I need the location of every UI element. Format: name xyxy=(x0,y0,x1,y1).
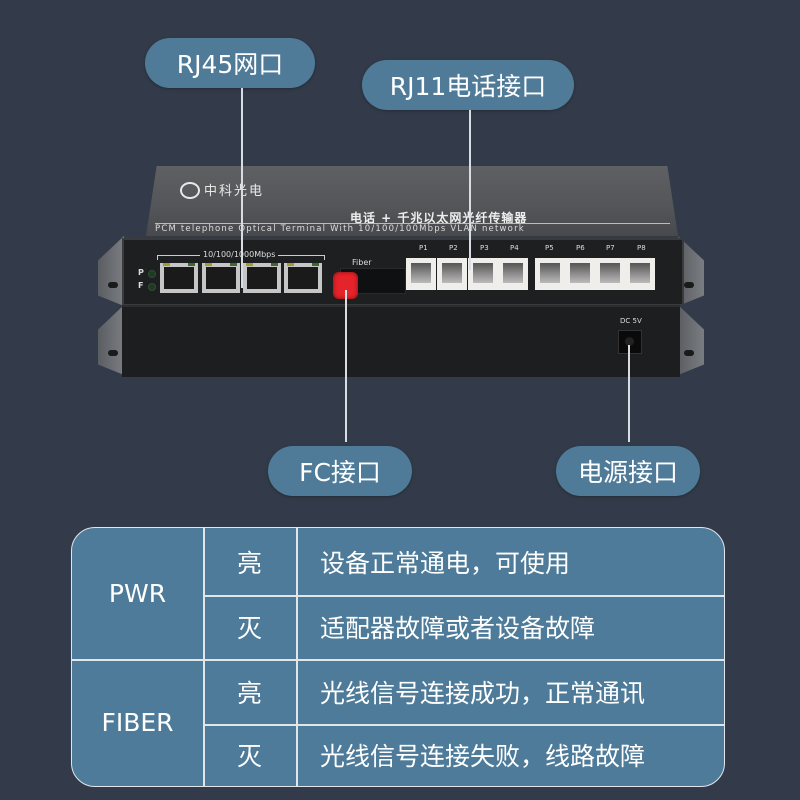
phone-port-label: P8 xyxy=(637,244,646,252)
table-divider xyxy=(203,595,724,597)
power-led xyxy=(148,270,156,278)
rj11-callout: RJ11电话接口 xyxy=(362,60,574,110)
indicator-fiber: FIBER xyxy=(101,708,174,737)
mount-hole xyxy=(684,282,694,288)
meaning-cell: 适配器故障或者设备故障 xyxy=(320,614,596,643)
mount-hole xyxy=(108,350,118,356)
phone-port-label: P6 xyxy=(576,244,585,252)
brand-logo-icon xyxy=(180,182,200,199)
rj11-port xyxy=(535,258,565,290)
power-callout: 电源接口 xyxy=(556,446,700,496)
phone-port-label: P4 xyxy=(510,244,519,252)
rj11-leader-line xyxy=(469,110,471,270)
mount-ear-left-lower xyxy=(98,305,124,375)
phone-port-label: P2 xyxy=(449,244,458,252)
phone-port-label: P5 xyxy=(545,244,554,252)
mount-ear-left xyxy=(98,236,124,306)
fiber-label: Fiber xyxy=(352,258,372,267)
mount-ear-right-lower xyxy=(678,305,704,375)
dc-label: DC 5V xyxy=(620,317,642,325)
state-cell: 灭 xyxy=(236,614,262,643)
rj11-port xyxy=(437,258,467,290)
fiber-led xyxy=(148,283,156,291)
phone-port-label: P7 xyxy=(606,244,615,252)
rj45-port xyxy=(284,263,322,293)
rj45-port xyxy=(160,263,198,293)
dc-power-jack xyxy=(618,330,642,354)
rj45-port xyxy=(202,263,240,293)
meaning-cell: 设备正常通电，可使用 xyxy=(320,548,571,578)
device-lower-panel xyxy=(122,305,680,377)
led-label-p: P xyxy=(138,268,144,277)
table-divider xyxy=(72,659,724,661)
rj11-port xyxy=(468,258,498,290)
state-cell: 亮 xyxy=(236,548,262,578)
fc-callout: FC接口 xyxy=(268,446,412,496)
led-status-table: PWR FIBER 亮 灭 亮 灭 设备正常通电，可使用 适配器故障或者设备故障… xyxy=(71,527,725,787)
rj11-port xyxy=(406,258,436,290)
phone-port-label: P1 xyxy=(419,244,428,252)
fc-leader-line xyxy=(345,290,347,442)
rj11-port xyxy=(565,258,595,290)
rj45-leader-line xyxy=(241,88,243,288)
speed-label: 10/100/1000Mbps xyxy=(200,250,279,259)
state-cell: 灭 xyxy=(236,742,262,771)
power-leader-line xyxy=(628,345,630,442)
rj11-port xyxy=(625,258,655,290)
table-divider xyxy=(296,528,298,786)
rj45-port xyxy=(243,263,281,293)
rj11-port xyxy=(498,258,528,290)
rj11-port xyxy=(595,258,625,290)
table-divider xyxy=(203,528,205,786)
phone-port-label: P3 xyxy=(480,244,489,252)
device-top-panel xyxy=(146,166,678,236)
led-label-f: F xyxy=(138,281,144,290)
rj45-callout: RJ45网口 xyxy=(145,38,315,88)
state-cell: 亮 xyxy=(236,678,262,708)
meaning-cell: 光线信号连接成功，正常通讯 xyxy=(320,678,646,708)
mount-hole xyxy=(108,282,118,288)
table-divider xyxy=(203,724,724,726)
meaning-cell: 光线信号连接失败，线路故障 xyxy=(320,742,646,771)
mount-hole xyxy=(684,350,694,356)
device-cn-title: 电话 + 千兆以太网光纤传输器 xyxy=(350,211,528,225)
brand-name: 中科光电 xyxy=(204,184,265,199)
brand-logo: 中科光电 xyxy=(180,180,264,200)
indicator-pwr: PWR xyxy=(108,579,167,608)
device-en-title: PCM telephone Optical Terminal With 10/1… xyxy=(155,223,670,234)
